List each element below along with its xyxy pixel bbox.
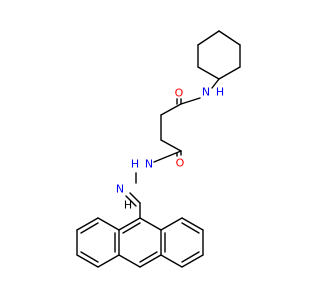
- hydrazide-nh-label: H: [131, 158, 139, 171]
- atom-labels: N H O O H N N H: [116, 86, 224, 212]
- bond-c3-c4: [160, 139, 182, 152]
- bond-cy6: [218, 30, 241, 46]
- bond-an-d2: [139, 251, 158, 263]
- amide-o-label: O: [175, 87, 184, 100]
- structure-diagram: N H O O H N N H: [76, 30, 241, 268]
- bond-ring-n: [211, 78, 220, 89]
- bond-n3-c5-a: [129, 192, 141, 204]
- bond-ar-5: [160, 254, 183, 268]
- imine-h-label: H: [124, 199, 132, 212]
- bond-n3-c5-b: [125, 195, 137, 207]
- bond-ar-d1: [181, 222, 200, 234]
- hydrazide-o-label: O: [176, 157, 185, 170]
- bond-al-d1: [80, 222, 99, 234]
- imine-n-label: N: [116, 183, 124, 196]
- bond-an-d1: [122, 222, 141, 234]
- hydrazide-n-label: N: [145, 158, 153, 171]
- bond-al-1: [97, 217, 120, 231]
- bond-c1-c2: [160, 103, 182, 116]
- bond-ar-2: [181, 217, 204, 231]
- bond-al-4: [76, 254, 99, 268]
- molecule-svg: N H O O H N N H: [76, 30, 241, 268]
- bond-al-2: [76, 217, 99, 231]
- bond-cy3: [197, 66, 220, 80]
- bonds: [76, 30, 241, 268]
- amide-n-label: N: [202, 86, 210, 99]
- bond-an-3: [118, 254, 141, 268]
- bond-ar-4: [181, 254, 204, 268]
- bond-cy4: [218, 66, 241, 80]
- bond-al-d2: [80, 251, 99, 263]
- bond-al-5: [97, 254, 120, 268]
- bond-an-1: [118, 217, 141, 231]
- bond-an-6: [139, 217, 162, 231]
- bond-ar-1: [160, 217, 183, 231]
- amide-nh-label: H: [216, 86, 224, 99]
- bond-an-4: [139, 254, 162, 268]
- bond-ar-d2: [181, 251, 200, 263]
- bond-n-c1: [180, 97, 201, 105]
- bond-cy1: [197, 30, 220, 46]
- bond-c4-n2: [153, 150, 182, 163]
